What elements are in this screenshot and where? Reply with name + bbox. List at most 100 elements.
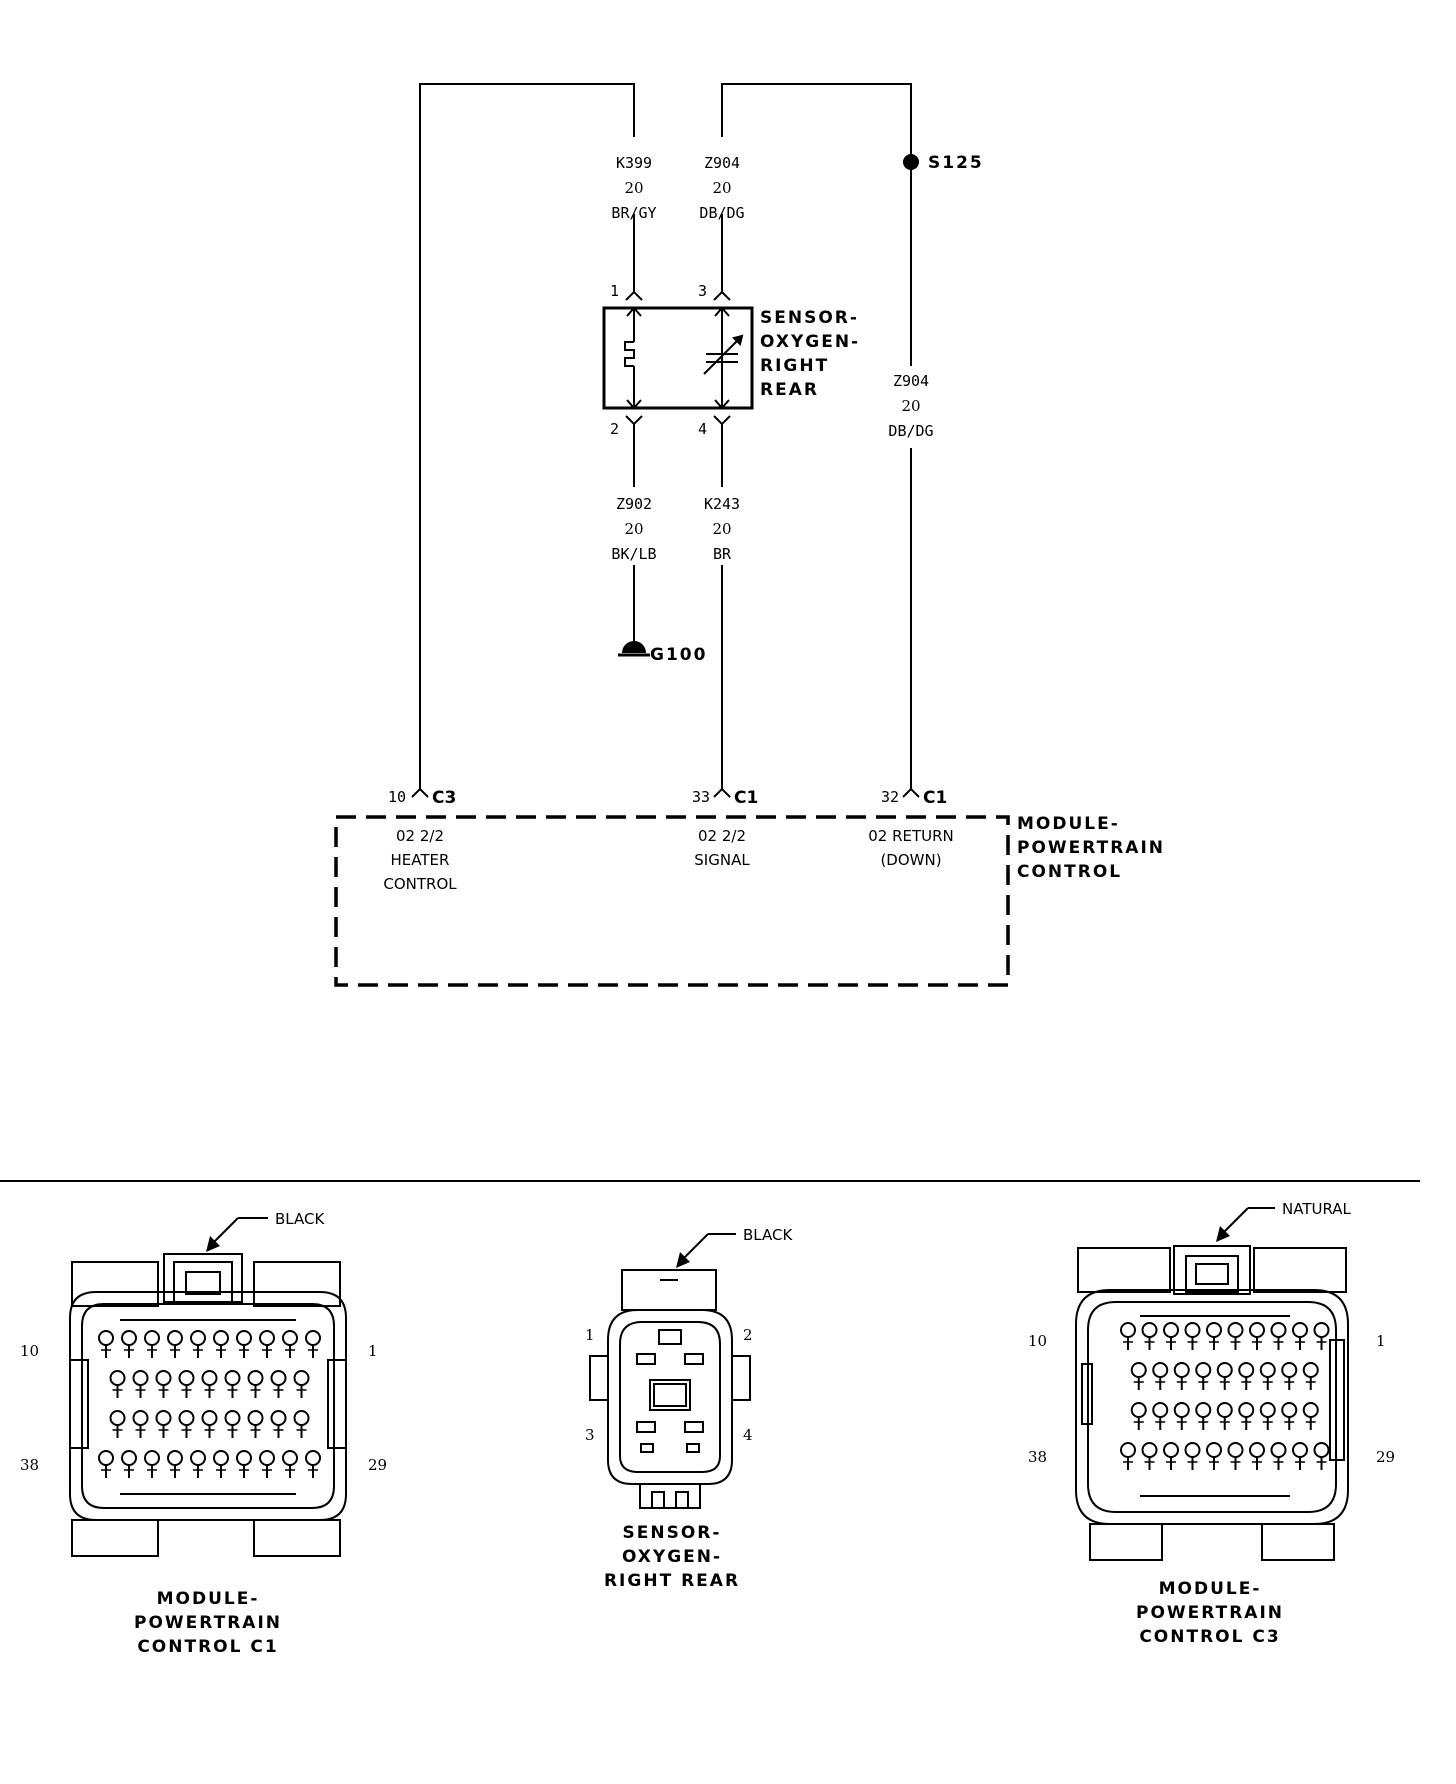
terminal-cavity xyxy=(1259,1362,1276,1391)
wire-code: Z904 xyxy=(893,372,929,390)
wire-gauge: 20 xyxy=(624,179,643,197)
terminal-cavity xyxy=(1292,1442,1308,1471)
wire-label-z904-top: Z904 20 DB/DG xyxy=(699,154,744,222)
terminal-cavity xyxy=(259,1450,275,1479)
splice-dot xyxy=(903,154,919,170)
terminal-cavity xyxy=(109,1370,126,1399)
sensor-pin-3: 3 xyxy=(698,282,707,300)
terminal-cavity xyxy=(1227,1442,1244,1471)
connector-title-line: CONTROL C1 xyxy=(137,1637,278,1657)
terminal-cavity xyxy=(167,1330,183,1359)
terminal-cavity xyxy=(1163,1322,1179,1351)
terminal-cavity xyxy=(1152,1402,1169,1431)
wire-label-k399: K399 20 BR/GY xyxy=(611,154,656,222)
wire-code: K243 xyxy=(704,495,740,513)
c1-terminal-grid xyxy=(98,1330,321,1479)
sensor-body xyxy=(602,306,754,410)
terminal-cavity xyxy=(132,1370,149,1399)
terminal-cavity xyxy=(1173,1362,1190,1391)
terminal-cavity xyxy=(1313,1442,1330,1471)
terminal-cavity xyxy=(1313,1322,1330,1351)
terminal-cavity xyxy=(190,1330,206,1359)
terminal-cavity xyxy=(155,1410,172,1439)
sensor-title-line: RIGHT xyxy=(760,356,829,376)
pin-label: 38 xyxy=(20,1456,39,1474)
terminal-cavity xyxy=(1173,1402,1190,1431)
terminal-cavity xyxy=(236,1330,252,1359)
wire-gauge: 20 xyxy=(712,179,731,197)
connector-title-line: MODULE- xyxy=(1159,1579,1262,1599)
wire-gauge: 20 xyxy=(901,397,920,415)
sensor-title-line: REAR xyxy=(760,380,819,400)
pcm-connector-return: C1 xyxy=(923,788,947,808)
terminal-cavity xyxy=(305,1450,321,1479)
wire-label-z902: Z902 20 BK/LB xyxy=(611,495,656,563)
terminal-cavity xyxy=(270,1370,287,1399)
pcm-cavity-heater: 10 xyxy=(388,788,406,806)
connector-view-c1: BLACK 10 1 38 29 MODULE- POWERTRAIN CONT… xyxy=(20,1210,387,1657)
terminal-cavity xyxy=(201,1410,218,1439)
wire-color: BK/LB xyxy=(611,545,656,563)
connector-title-line: MODULE- xyxy=(157,1589,260,1609)
connector-title-line: POWERTRAIN xyxy=(1136,1603,1284,1623)
wire-code: K399 xyxy=(616,154,652,172)
wire-k399 xyxy=(419,83,635,789)
terminal-cavity xyxy=(121,1450,137,1479)
connector-view-c3: NATURAL 10 1 38 29 MODULE- POWERTRAIN CO… xyxy=(1028,1200,1395,1647)
pcm-function-line: 02 RETURN xyxy=(868,827,954,845)
terminal-cavity xyxy=(1152,1362,1169,1391)
o2-title: SENSOR- OXYGEN- RIGHT REAR xyxy=(604,1523,740,1591)
terminal-cavity xyxy=(1130,1402,1147,1431)
sensor-title: SENSOR- OXYGEN- RIGHT REAR xyxy=(760,308,858,400)
heater-element-icon xyxy=(624,306,642,410)
terminal-cavity xyxy=(1249,1322,1265,1351)
terminal-cavity xyxy=(1141,1442,1158,1471)
pcm-body-dashed xyxy=(334,815,1010,987)
connector-title-line: POWERTRAIN xyxy=(134,1613,282,1633)
terminal-cavity xyxy=(224,1370,241,1399)
terminal-cavity xyxy=(1259,1402,1276,1431)
schematic-wires xyxy=(419,83,912,789)
terminal-cavity xyxy=(178,1410,195,1439)
terminal-cavity xyxy=(247,1410,264,1439)
terminal-cavity xyxy=(98,1330,114,1359)
c3-title: MODULE- POWERTRAIN CONTROL C3 xyxy=(1136,1579,1284,1647)
terminal-cavity xyxy=(132,1410,149,1439)
terminal-cavity xyxy=(1184,1322,1201,1351)
wire-label-k243: K243 20 BR xyxy=(704,495,740,563)
pcm-title-line: CONTROL xyxy=(1017,862,1122,882)
terminal-cavity xyxy=(1302,1402,1319,1431)
terminal-cavity xyxy=(1281,1402,1298,1431)
connector-view-o2-sensor: BLACK 1 2 3 4 SENSOR- OXYGEN- xyxy=(585,1226,793,1591)
terminal-cavity xyxy=(1270,1322,1287,1351)
connector-title-line: OXYGEN- xyxy=(622,1547,722,1567)
sensor-pin-chevrons xyxy=(625,290,731,426)
terminal-cavity xyxy=(305,1330,321,1359)
pcm-cavity-signal: 33 xyxy=(692,788,710,806)
terminal-cavity xyxy=(247,1370,264,1399)
terminal-cavity xyxy=(293,1370,310,1399)
pcm-function-return: 02 RETURN (DOWN) xyxy=(868,827,954,869)
terminal-cavity xyxy=(1163,1442,1179,1471)
terminal-cavity xyxy=(1206,1322,1222,1351)
sensor-pin-2: 2 xyxy=(610,420,619,438)
pin-label: 1 xyxy=(585,1326,595,1344)
terminal-cavity xyxy=(1302,1362,1319,1391)
terminal-cavity xyxy=(167,1450,183,1479)
connector-title-line: RIGHT REAR xyxy=(604,1571,740,1591)
pin-label: 2 xyxy=(743,1326,753,1344)
terminal-cavity xyxy=(270,1410,287,1439)
pcm-component: 10 C3 33 C1 32 C1 02 2/2 HEATER CONTROL … xyxy=(334,787,1163,987)
terminal-cavity xyxy=(144,1450,160,1479)
terminal-cavity xyxy=(1249,1442,1265,1471)
pin-label: 3 xyxy=(585,1426,595,1444)
pin-label: 4 xyxy=(743,1426,753,1444)
pin-label: 1 xyxy=(368,1342,378,1360)
terminal-cavity xyxy=(282,1450,298,1479)
connector-title-line: SENSOR- xyxy=(623,1523,722,1543)
terminal-cavity xyxy=(282,1330,298,1359)
terminal-cavity xyxy=(1120,1322,1136,1351)
terminal-cavity xyxy=(259,1330,275,1359)
terminal-cavity xyxy=(155,1370,172,1399)
